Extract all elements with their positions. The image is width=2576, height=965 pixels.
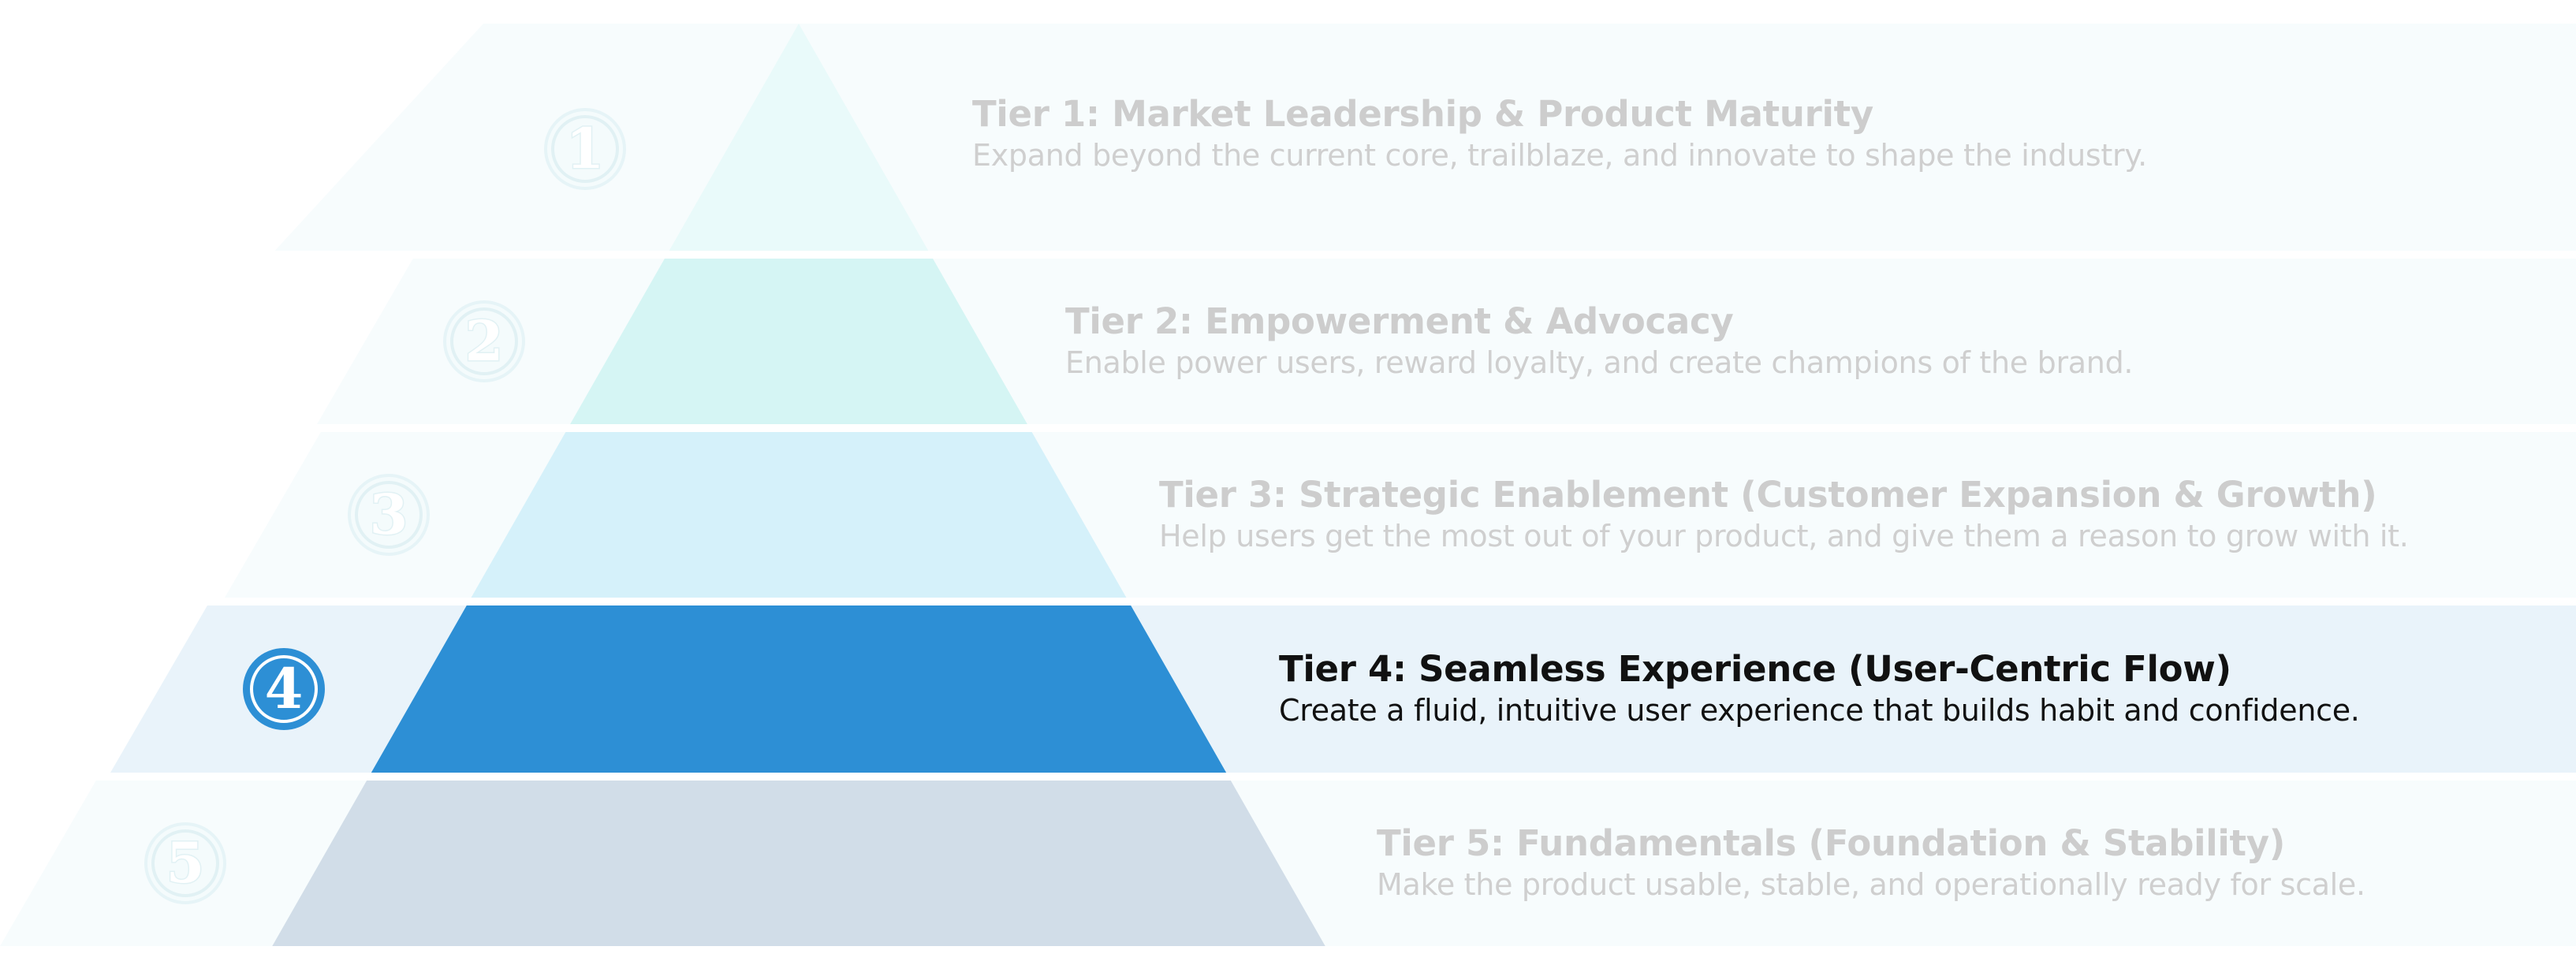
badge-inner-ring (250, 655, 318, 723)
tier-1-text: Tier 1: Market Leadership & Product Matu… (972, 93, 2147, 175)
tier-title: Tier 5: Fundamentals (Foundation & Stabi… (1377, 822, 2286, 864)
badge-inner-ring (355, 481, 423, 549)
tier-2-badge: 2 (443, 300, 525, 382)
tier-description: Expand beyond the current core, trailbla… (972, 138, 2147, 173)
badge-inner-ring (551, 115, 619, 183)
tier-description: Enable power users, reward loyalty, and … (1065, 345, 2134, 380)
tier-title: Tier 4: Seamless Experience (User-Centri… (1279, 648, 2231, 690)
badge-inner-ring (151, 829, 219, 897)
badge-inner-ring (450, 307, 518, 375)
tier-4-text: Tier 4: Seamless Experience (User-Centri… (1279, 648, 2360, 730)
pyramid-layer-1[interactable] (669, 24, 929, 251)
tier-5-text: Tier 5: Fundamentals (Foundation & Stabi… (1377, 822, 2365, 904)
tier-3-text: Tier 3: Strategic Enablement (Customer E… (1159, 474, 2409, 556)
tier-4-badge: 4 (243, 648, 325, 730)
tier-5-badge: 5 (144, 822, 226, 904)
badge-number: 1 (566, 116, 605, 181)
pyramid-layer-5[interactable] (272, 781, 1325, 946)
badge-number: 5 (166, 830, 205, 896)
badge-number: 4 (265, 656, 304, 721)
pyramid-layer-4[interactable] (371, 605, 1227, 773)
tier-title: Tier 3: Strategic Enablement (Customer E… (1159, 474, 2377, 516)
tier-title: Tier 2: Empowerment & Advocacy (1065, 300, 1734, 342)
tier-description: Make the product usable, stable, and ope… (1377, 867, 2365, 902)
badge-number: 2 (465, 308, 504, 374)
tier-description: Create a fluid, intuitive user experienc… (1279, 693, 2360, 728)
tier-1-badge: 1 (544, 108, 626, 190)
tier-title: Tier 1: Market Leadership & Product Matu… (972, 93, 1873, 135)
tier-3-badge: 3 (348, 474, 430, 556)
tier-description: Help users get the most out of your prod… (1159, 519, 2409, 553)
badge-number: 3 (370, 482, 408, 547)
pyramid-layer-3[interactable] (471, 432, 1127, 598)
pyramid-layer-2[interactable] (570, 259, 1027, 424)
